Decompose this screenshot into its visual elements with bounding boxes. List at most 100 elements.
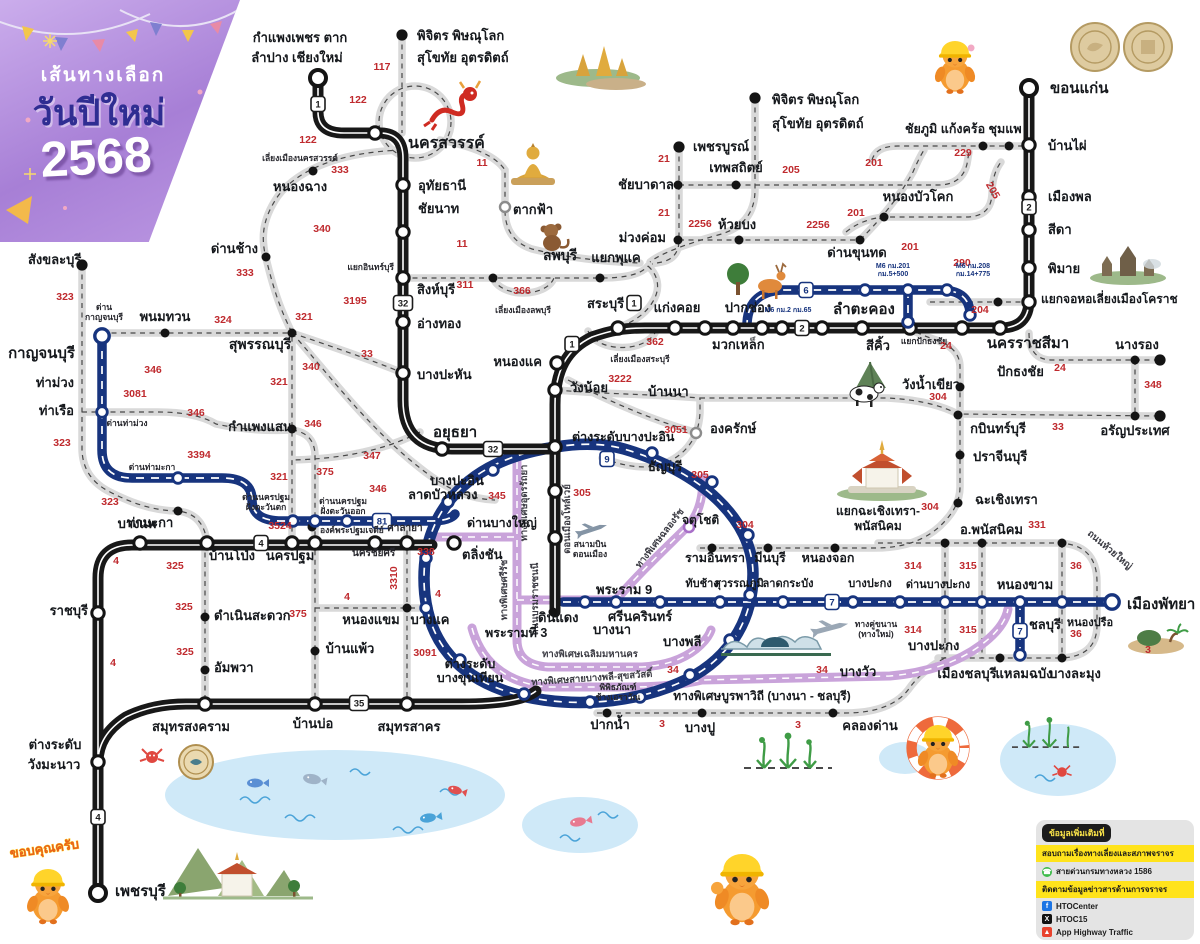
place-label: ดินแดง [538,610,579,625]
coin-icon [1070,22,1120,72]
place-label: ฉะเชิงเทรา [975,492,1038,507]
place-label: บางปะกง [848,577,891,590]
station-dot [367,535,383,551]
station-dot [846,595,860,609]
route-number: 345 [488,490,506,502]
station-dot [673,180,683,190]
route-number: 21 [658,153,670,165]
station-dot [160,328,170,338]
place-label: กำแพงเพชร ตาก [253,30,348,45]
place-label: วังน้ำเขียว [902,374,960,392]
station-dot [441,495,455,509]
minor-label: ฝั่งตะวันออก [320,504,365,516]
station-dot [854,320,870,336]
route-number: 21 [658,207,670,219]
marble-temple-icon [837,440,927,501]
route-number: 305 [573,487,591,499]
station-dot [653,595,667,609]
station-dot [689,426,703,440]
station-dot [1021,137,1037,153]
svg-text:1: 1 [569,340,575,351]
station-dot [707,543,717,553]
station-dot [395,270,411,286]
place-label: บ้านแพ้ว [326,641,375,656]
route-shield: 6 [798,281,814,299]
station-dot [697,320,713,336]
place-label: วังมะนาว [28,757,81,772]
route-number: 304 [736,519,754,531]
minor-label: ช้างเอราวัณ [596,692,641,702]
station-dot [199,535,215,551]
place-label: ทับช้าง [685,577,718,590]
place-label: บางขุนเทียน [437,671,504,686]
phone-icon: ☎ [1042,866,1052,877]
station-dot [340,514,354,528]
route-number: 11 [456,238,467,250]
x-row[interactable]: X HTOC15 [1042,914,1188,924]
place-label: ชัยบาดาล [618,177,674,192]
place-label: อุทัยธานี [418,178,466,194]
place-label: ขอนแก่น [1050,80,1109,97]
minor-labels: เลี่ยงเมืองนครสวรรค์แยกอินทร์บุรีเลี่ยงเ… [85,151,947,702]
place-label: หนองขาม [997,577,1053,592]
station-dot [953,410,963,420]
place-label: อยุธยา [433,424,477,442]
place-label: หนองแขม [342,612,399,627]
station-dot [1057,653,1067,663]
place-label: คลองด่าน [842,718,898,733]
station-dot [741,528,755,542]
route-number: 3091 [413,647,437,659]
place-label: นางรอง [1115,337,1159,352]
place-label: สุโขทัย อุตรดิตถ์ [417,49,509,66]
info-box-header: ข้อมูลเพิ่มเติมที่ [1042,824,1112,842]
route-number: 34 [667,664,679,676]
route-number: 122 [299,134,317,146]
place-label: กำแพงแสน [228,419,292,434]
cow-icon [849,361,886,407]
station-dot [713,595,727,609]
hotline-row[interactable]: ☎ สายด่วนกรมทางหลวง 1586 [1042,865,1188,878]
station-dot [399,696,415,712]
khao-yai-deer-icon [727,262,787,299]
facebook-row[interactable]: f HTOCenter [1042,901,1188,911]
route-number: 347 [363,450,381,462]
mascot-icon [25,869,71,925]
station-dot [667,320,683,336]
route-shield: 7 [1012,622,1028,640]
station-dot [814,320,830,336]
minor-label: แยกปักธงชัย [901,336,947,346]
place-label: เมืองพล [1048,189,1092,204]
route-number: 11 [476,157,487,169]
place-label: ลำตะคอง [833,301,895,318]
route-number: 375 [289,608,307,620]
minor-label: ด่านท่าม่วง [106,418,147,428]
place-label: แหลมฉบัง [996,666,1053,681]
route-number: 4 [435,588,441,600]
facebook-label: HTOCenter [1056,901,1099,911]
fish-icon [570,815,593,827]
station-dot [940,538,950,548]
suvarnabhumi-airport-icon [721,635,831,656]
station-dot [978,141,988,151]
place-label: จตุโชติ [682,512,719,528]
station-dot [774,320,790,336]
place-label: รามอินทรา [685,551,745,565]
station-dot [308,166,318,176]
route-shield: 9 [599,450,615,468]
svg-text:7: 7 [1017,627,1022,638]
minor-label: แยกอินทร์บุรี [347,262,394,273]
station-dot [1004,141,1014,151]
station-dot [901,283,915,297]
svg-text:4: 4 [95,813,101,824]
station-dot [287,424,297,434]
place-label: ปากน้ำ [590,714,630,732]
station-dot [547,483,563,499]
mangrove-icon [1011,717,1081,748]
route-number: 304 [921,501,939,513]
app-row[interactable]: ▲ App Highway Traffic [1042,927,1188,937]
station-dot [1055,595,1069,609]
station-dot [858,283,872,297]
place-label: ห้วยบง [718,217,756,232]
svg-text:4: 4 [258,539,264,550]
